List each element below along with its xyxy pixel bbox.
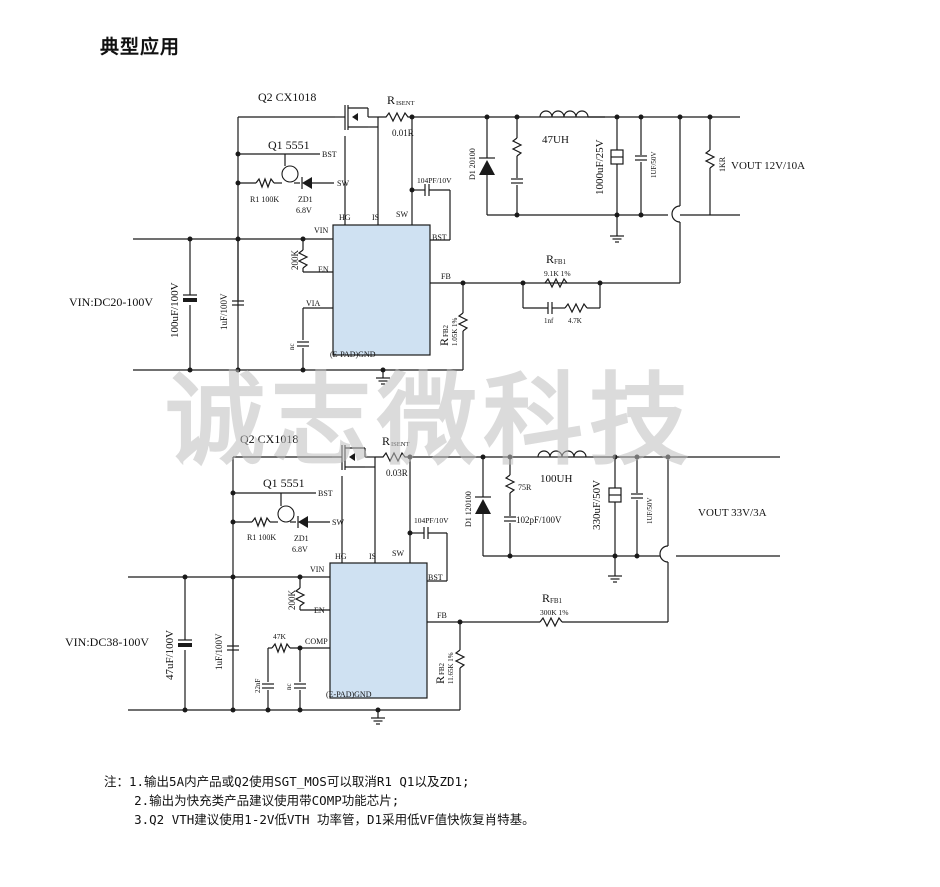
c1-rsense-label: R: [387, 93, 395, 107]
c2-zd1-value: 6.8V: [292, 545, 308, 554]
circuit-schematic: Q2 CX1018 R ISENT 0.01R Q1 5551 BST SW R…: [65, 90, 805, 725]
c1-pin-bst: BST: [432, 233, 447, 242]
watermark: 诚志微科技: [165, 362, 695, 479]
c1-pin-via: VIA: [306, 299, 320, 308]
page-title: 典型应用: [100, 36, 181, 58]
c1-rfb2-sub: FB2: [442, 324, 450, 337]
c2-pin-is: IS: [369, 552, 376, 561]
c2-pin-hg: HG: [335, 552, 347, 561]
c1-nc-label: nc: [288, 343, 296, 350]
c1-zd1-label: ZD1: [298, 195, 313, 204]
c2-comp-resistor-value: 47K: [273, 632, 287, 641]
c2-snubber-resistor-value: 75R: [518, 483, 532, 492]
c2-pin-comp: COMP: [305, 637, 328, 646]
c2-pin-gnd: (E-PAD)GND: [326, 690, 372, 699]
c2-rfb1-sub: FB1: [550, 597, 563, 605]
notes: 注：1.输出5A内产品或Q2使用SGT_MOS可以取消R1 Q1以及ZD1; 2…: [104, 772, 535, 829]
c1-rfb2-label: R: [437, 338, 451, 346]
note-line: 3.Q2 VTH建议使用1-2V低VTH 功率管，D1采用低VF值快恢复肖特基。: [104, 812, 535, 827]
c2-pin-en: EN: [314, 606, 325, 615]
c2-inductor-value: 100UH: [540, 473, 572, 485]
c2-cout2-value: 1UF/50V: [646, 498, 654, 524]
c1-inductor-value: 47UH: [542, 134, 569, 146]
note-line: 注：1.输出5A内产品或Q2使用SGT_MOS可以取消R1 Q1以及ZD1;: [104, 774, 470, 789]
c1-q2-label: Q2 CX1018: [258, 90, 316, 104]
c1-r1-label: R1 100K: [250, 195, 279, 204]
c1-cout2-value: 1UF/50V: [650, 152, 658, 178]
c1-cin-value: 100uF/100V: [169, 282, 181, 338]
c2-pin-bst: BST: [428, 573, 443, 582]
c2-diode-label: D1 120100: [464, 491, 473, 527]
controller-ic-1: [332, 224, 431, 356]
circuit-2: [128, 445, 780, 725]
c1-vout-label: VOUT 12V/10A: [731, 160, 805, 172]
c2-pin-vin: VIN: [310, 565, 324, 574]
c1-cin2-value: 1uF/100V: [219, 293, 229, 330]
c1-pin-gnd: (E-PAD)GND: [330, 350, 376, 359]
c1-diode-label: D1 20100: [468, 148, 477, 180]
c2-cout-value: 330uF/50V: [591, 480, 603, 530]
c1-cout-value: 1000uF/25V: [594, 139, 606, 195]
c2-comp-cap-value: 22nF: [254, 679, 262, 694]
c1-bst-net: BST: [322, 150, 337, 159]
c1-cff-value: 1nf: [544, 317, 554, 325]
c2-vout-label: VOUT 33V/3A: [698, 507, 767, 519]
c2-q1-label: Q1 5551: [263, 476, 305, 490]
c1-rfb1-label: R: [546, 252, 554, 266]
c2-rsense-value: 0.03R: [386, 468, 408, 478]
c2-nc-label: nc: [285, 683, 293, 690]
c2-cbst-label: 104PF/10V: [414, 516, 449, 525]
c1-q1-label: Q1 5551: [268, 138, 310, 152]
c1-rload-value: 1KR: [718, 156, 727, 172]
c2-rfb2-label: R: [433, 676, 447, 684]
circuit-1: [133, 105, 740, 385]
c1-pin-vin: VIN: [314, 226, 328, 235]
c1-pin-fb: FB: [441, 272, 451, 281]
c2-rsense-label: R: [382, 434, 390, 448]
c1-rsense-value: 0.01R: [392, 128, 414, 138]
c1-vin-label: VIN:DC20-100V: [69, 295, 153, 309]
c2-bst-net: BST: [318, 489, 333, 498]
c2-en-resistor-value: 200K: [287, 590, 297, 611]
c1-pin-en: EN: [318, 265, 329, 274]
c1-zd1-value: 6.8V: [296, 206, 312, 215]
c2-cin-value: 47uF/100V: [164, 630, 176, 680]
c1-pin-is: IS: [372, 213, 379, 222]
c1-rff-value: 4.7K: [568, 317, 582, 325]
c2-rfb2-value: 11.65K 1%: [447, 652, 455, 684]
c1-sw-net: SW: [337, 179, 349, 188]
c1-rfb1-sub: FB1: [554, 258, 567, 266]
c1-pin-sw: SW: [396, 210, 408, 219]
c2-pin-fb: FB: [437, 611, 447, 620]
c2-sw-net: SW: [332, 518, 344, 527]
c2-q2-label: Q2 CX1018: [240, 432, 298, 446]
c2-snubber-cap-value: 102pF/100V: [516, 515, 562, 525]
c2-rfb1-value: 300K 1%: [540, 608, 569, 617]
note-line: 2.输出为快充类产品建议使用带COMP功能芯片;: [104, 793, 400, 808]
c2-cin2-value: 1uF/100V: [214, 633, 224, 670]
c1-rfb2-value: 1.05K 1%: [451, 317, 459, 346]
c2-rfb2-sub: FB2: [438, 662, 446, 675]
c1-rfb1-value: 9.1K 1%: [544, 269, 571, 278]
c1-rsense-sub: ISENT: [396, 100, 414, 107]
c1-cbst-label: 104PF/10V: [417, 176, 452, 185]
c2-vin-label: VIN:DC38-100V: [65, 635, 149, 649]
c2-zd1-label: ZD1: [294, 534, 309, 543]
c2-rsense-sub: ISENT: [391, 441, 409, 448]
controller-ic-2: [329, 562, 428, 699]
c2-rfb1-label: R: [542, 591, 550, 605]
c2-pin-sw: SW: [392, 549, 404, 558]
c1-en-resistor-value: 200K: [290, 250, 300, 271]
c2-r1-label: R1 100K: [247, 533, 276, 542]
c1-pin-hg: HG: [339, 213, 351, 222]
